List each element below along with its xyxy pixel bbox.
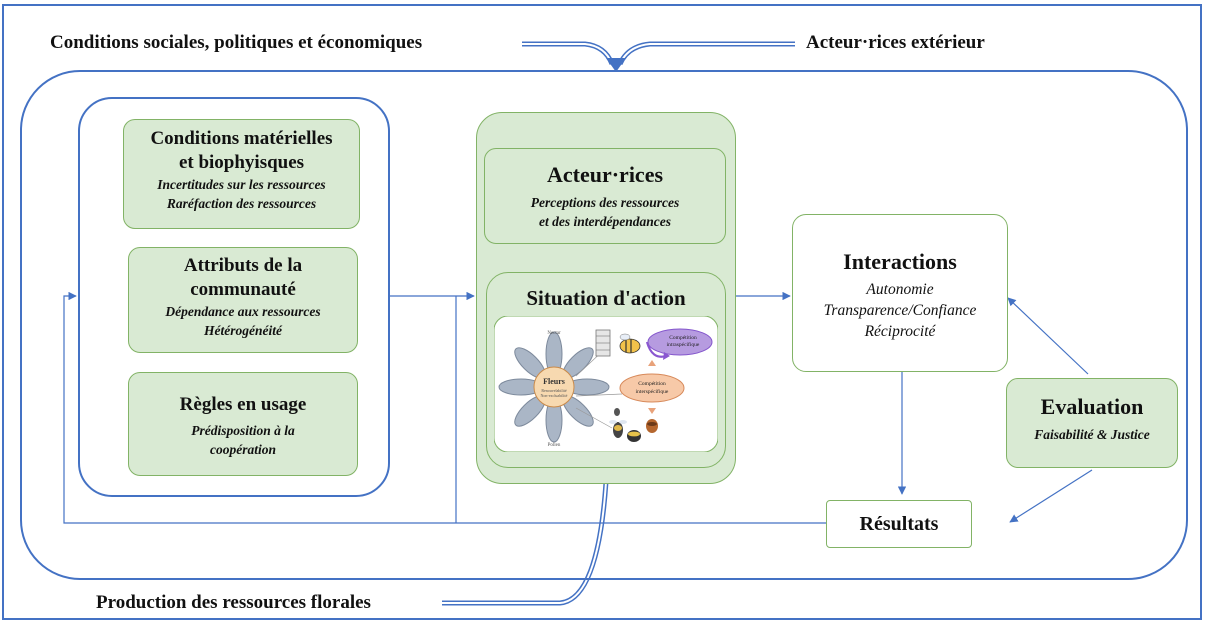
interactions-item: Transparence/Confiance bbox=[823, 302, 977, 319]
external-actors-arrow bbox=[617, 41, 795, 66]
small-bee-icon bbox=[614, 408, 620, 416]
community-attributes-title: Attributs de la bbox=[183, 255, 303, 276]
external-conditions-arrow bbox=[522, 41, 615, 66]
community-attributes-title-2: communauté bbox=[190, 279, 296, 300]
institutional-context-boundary bbox=[20, 70, 1188, 580]
nectar-label: Nectar bbox=[547, 331, 561, 336]
bumblebee-icon bbox=[627, 430, 641, 442]
actors-box: Acteur·rices Perceptions des ressources … bbox=[484, 148, 726, 244]
external-arrowhead bbox=[606, 58, 626, 72]
evaluation-to-results-connector bbox=[1009, 469, 1093, 523]
interactions-box: Interactions Autonomie Transparence/Conf… bbox=[792, 214, 1008, 372]
material-conditions-item: Raréfaction des ressources bbox=[166, 196, 317, 211]
community-attributes-box: Attributs de la communauté Dépendance au… bbox=[128, 247, 358, 353]
actors-item: Perceptions des ressources bbox=[530, 195, 680, 210]
solitary-bee-icon bbox=[646, 419, 658, 433]
evaluation-to-interactions-connector bbox=[1007, 297, 1089, 375]
outer-frame bbox=[2, 4, 1202, 620]
interspecific-label: Compétition bbox=[638, 381, 666, 387]
interactions-item: Autonomie bbox=[866, 281, 934, 298]
community-attributes-item: Hétérogénéité bbox=[204, 323, 282, 338]
interactions-item: Réciprocité bbox=[864, 323, 936, 340]
material-conditions-title: Conditions matérielles bbox=[150, 128, 333, 149]
material-conditions-box: Conditions matérielles et biophyisques I… bbox=[123, 119, 360, 229]
wild-bee-icon bbox=[609, 420, 627, 438]
material-conditions-item: Incertitudes sur les ressources bbox=[157, 177, 326, 192]
pollinator-illustration: Fleurs Renouvelabilité Non-excluabilité … bbox=[494, 316, 718, 452]
rules-in-use-item: Prédisposition à la bbox=[191, 423, 295, 438]
intraspecific-label: intraspécifique bbox=[667, 341, 700, 348]
actors-title: Acteur·rices bbox=[546, 162, 664, 187]
evaluation-criteria: Faisabilité & Justice bbox=[1034, 427, 1150, 442]
intraspecific-label: Compétition bbox=[669, 335, 697, 341]
results-title: Résultats bbox=[859, 513, 939, 535]
interspecific-competition-bubble bbox=[619, 373, 685, 403]
rules-in-use-box: Règles en usage Prédisposition à la coop… bbox=[128, 372, 358, 476]
material-conditions-title-2: et biophyisques bbox=[178, 152, 305, 173]
rules-in-use-title: Règles en usage bbox=[179, 394, 307, 415]
feedback-loop-connector bbox=[63, 291, 826, 524]
resource-production-label: Production des ressources florales bbox=[96, 592, 371, 613]
external-actors-label: Acteur·rices extérieur bbox=[806, 32, 985, 53]
community-attributes-item: Dépendance aux ressources bbox=[165, 304, 321, 319]
evaluation-box: Evaluation Faisabilité & Justice bbox=[1006, 378, 1178, 468]
honeybee-icon bbox=[619, 333, 641, 354]
flower-property: Renouvelabilité bbox=[541, 388, 567, 393]
action-situation-title: Situation d'action bbox=[526, 286, 686, 310]
flower-property: Non-excluabilité bbox=[541, 393, 568, 398]
flower-icon bbox=[498, 331, 610, 443]
interactions-title: Interactions bbox=[843, 249, 957, 274]
evaluation-title: Evaluation bbox=[1040, 394, 1144, 419]
pollen-label: Pollen bbox=[548, 443, 561, 448]
results-box: Résultats bbox=[826, 500, 972, 548]
context-variables-group bbox=[78, 97, 390, 497]
interspecific-label: interspécifique bbox=[636, 388, 669, 395]
external-conditions-label: Conditions sociales, politiques et écono… bbox=[50, 32, 423, 53]
flower-label: Fleurs bbox=[543, 377, 565, 386]
rules-in-use-item: coopération bbox=[210, 442, 276, 457]
resource-production-arrow bbox=[442, 481, 609, 606]
hive-icon bbox=[595, 329, 611, 357]
actors-item: et des interdépendances bbox=[539, 214, 671, 229]
